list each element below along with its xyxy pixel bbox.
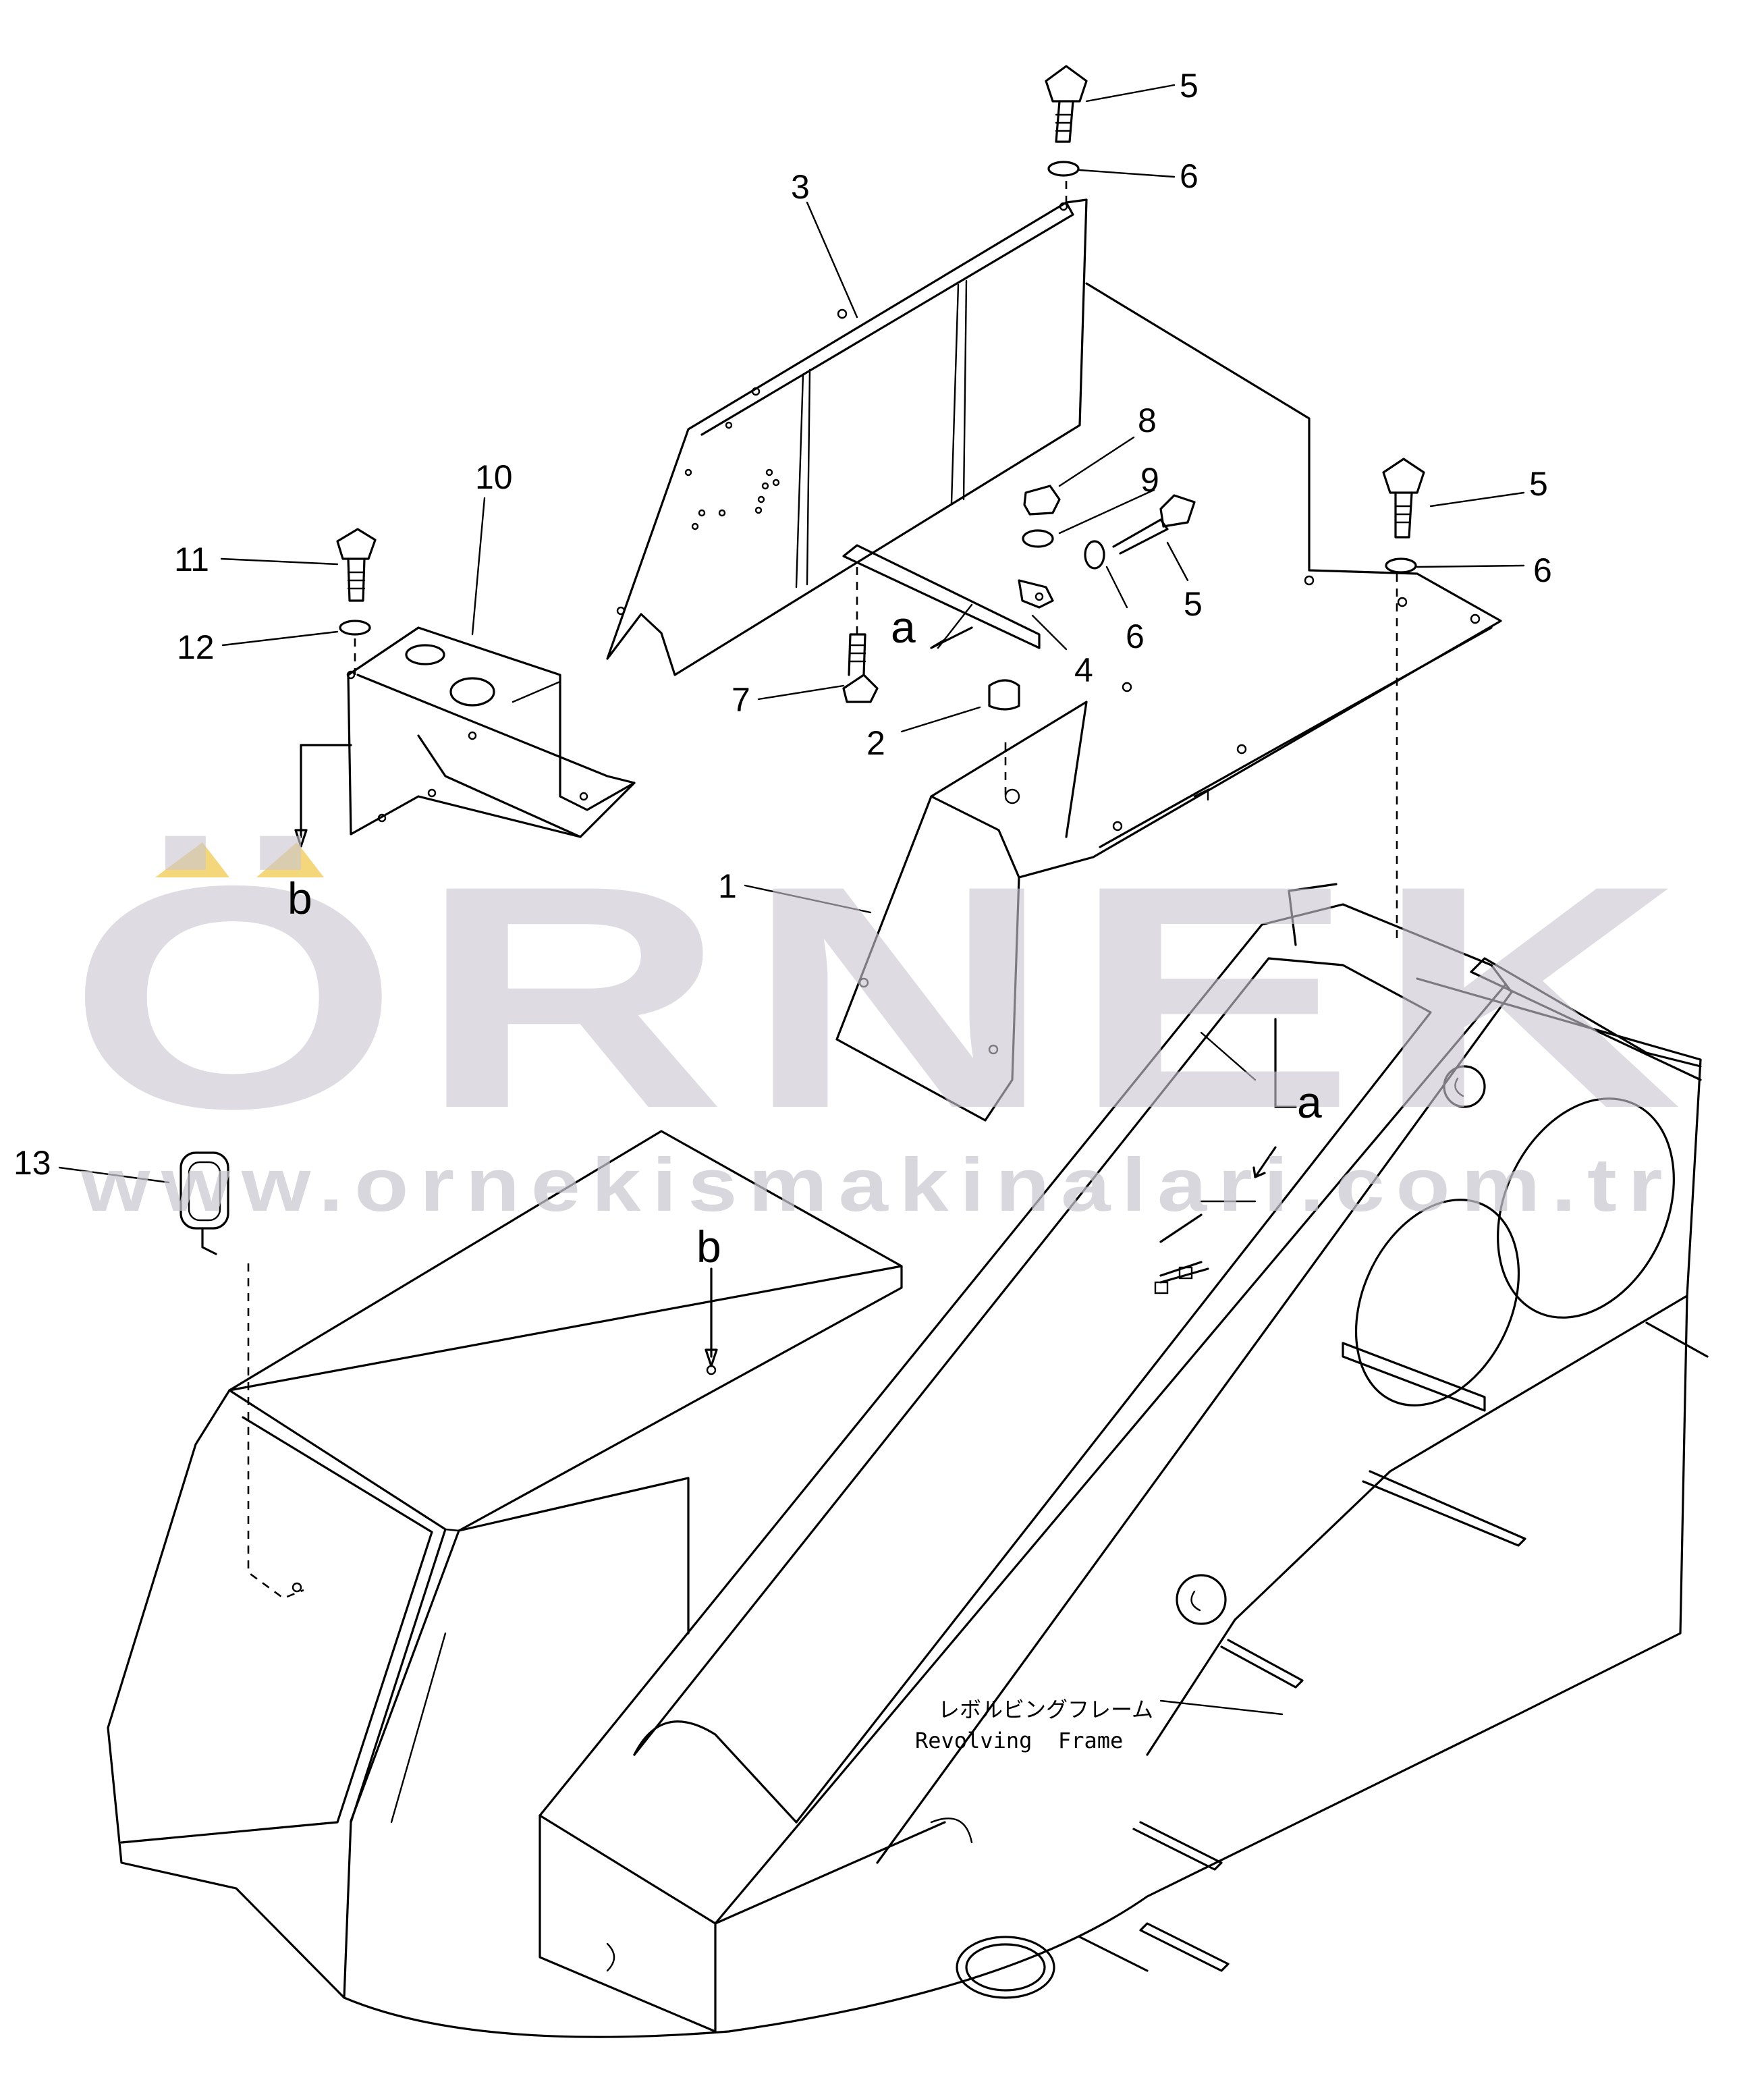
part-label-5: 5 [1184,585,1203,623]
part-label-2: 2 [866,724,885,762]
watermark-url: www.ornekismakinalari.com.tr [80,1143,1674,1227]
bracket-part-4 [842,544,1054,649]
part-label-5: 5 [1529,465,1548,503]
nut-part-8 [1023,485,1061,516]
watermark-accent-right [256,842,324,877]
frame-caption: レボルビングフレーム Revolving Frame [915,1697,1153,1753]
washer-part-12 [339,620,371,636]
mirror-part-13 [180,1151,229,1255]
view-markers: a a b b [287,602,1322,1272]
washer-part-6-middle [1084,540,1105,570]
leader-lines [58,84,1525,1184]
revolving-frame [107,883,1709,2038]
watermark-accent-left [155,842,229,877]
view-marker-b-lower: b [696,1222,721,1272]
bolt-part-7 [842,633,879,703]
watermark-brand: ÖRNEK [67,820,1701,1174]
part-label-11: 11 [174,541,209,578]
part-label-13: 13 [13,1144,51,1182]
bolt-part-11 [336,528,377,602]
part-label-5: 5 [1180,67,1198,105]
assembly-lines [247,181,1398,1600]
part-label-12: 12 [177,628,215,666]
watermark: ÖRNEK www.ornekismakinalari.com.tr [67,820,1701,1227]
washer-part-9 [1022,529,1054,548]
part-label-10: 10 [475,458,513,496]
washer-part-6-right [1385,557,1417,574]
part-label-1: 1 [718,867,737,905]
part-label-7: 7 [732,681,750,719]
caption-japanese: レボルビングフレーム [938,1697,1153,1722]
caption-english: Revolving Frame [915,1728,1123,1753]
partition-plate-part-3 [606,198,1088,676]
part-label-9: 9 [1140,461,1159,499]
view-marker-b-upper: b [287,873,312,923]
side-cover-part-10 [346,626,636,838]
plug-part-2 [988,679,1020,711]
part-label-8: 8 [1138,402,1157,439]
bolt-part-5-right [1382,458,1425,539]
bolt-part-5-top [1045,65,1088,143]
view-marker-a-upper: a [891,602,916,652]
bolt-part-5-middle [1112,494,1196,555]
part-label-4: 4 [1074,651,1093,689]
view-marker-a-lower: a [1297,1077,1322,1127]
part-labels: 5 6 3 8 9 5 6 4 5 6 2 7 1 10 11 12 13 [13,67,1552,1182]
part-label-3: 3 [791,168,810,206]
washer-part-6-top [1047,161,1080,177]
part-label-6: 6 [1533,551,1552,589]
cover-plate-part-1 [835,282,1502,1122]
part-label-6: 6 [1126,618,1145,655]
part-label-6: 6 [1180,157,1198,195]
